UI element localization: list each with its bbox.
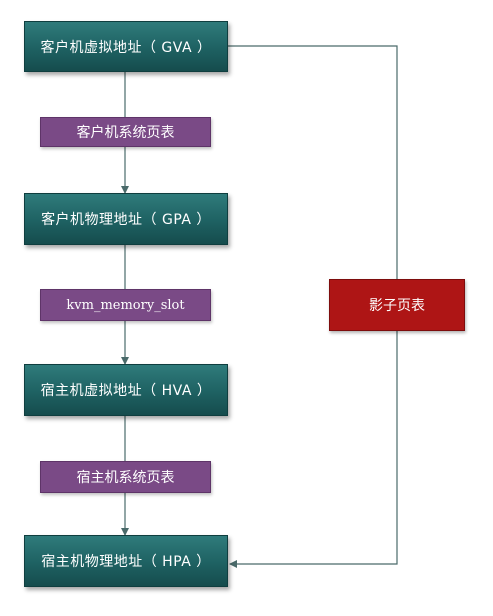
gpa-label: 客户机物理地址（ GPA ） xyxy=(41,212,211,228)
host-page-table-box: 宿主机系统页表 xyxy=(40,461,211,493)
guest-page-table-label: 客户机系统页表 xyxy=(76,125,175,141)
hpa-label: 宿主机物理地址（ HPA ） xyxy=(41,554,211,570)
shadow-page-table-box: 影子页表 xyxy=(329,279,465,331)
gva-label: 客户机虚拟地址（ GVA ） xyxy=(40,39,212,56)
shadow-page-table-label: 影子页表 xyxy=(369,298,425,314)
hpa-box: 宿主机物理地址（ HPA ） xyxy=(24,535,228,587)
gva-box: 客户机虚拟地址（ GVA ） xyxy=(24,21,228,72)
kvm-memory-slot-label: kvm_memory_slot xyxy=(66,297,185,313)
host-page-table-label: 宿主机系统页表 xyxy=(76,470,175,486)
hva-label: 宿主机虚拟地址（ HVA ） xyxy=(40,383,212,399)
kvm-memory-slot-box: kvm_memory_slot xyxy=(40,289,211,321)
hva-box: 宿主机虚拟地址（ HVA ） xyxy=(24,364,228,416)
gpa-box: 客户机物理地址（ GPA ） xyxy=(24,193,228,245)
guest-page-table-box: 客户机系统页表 xyxy=(40,117,211,147)
